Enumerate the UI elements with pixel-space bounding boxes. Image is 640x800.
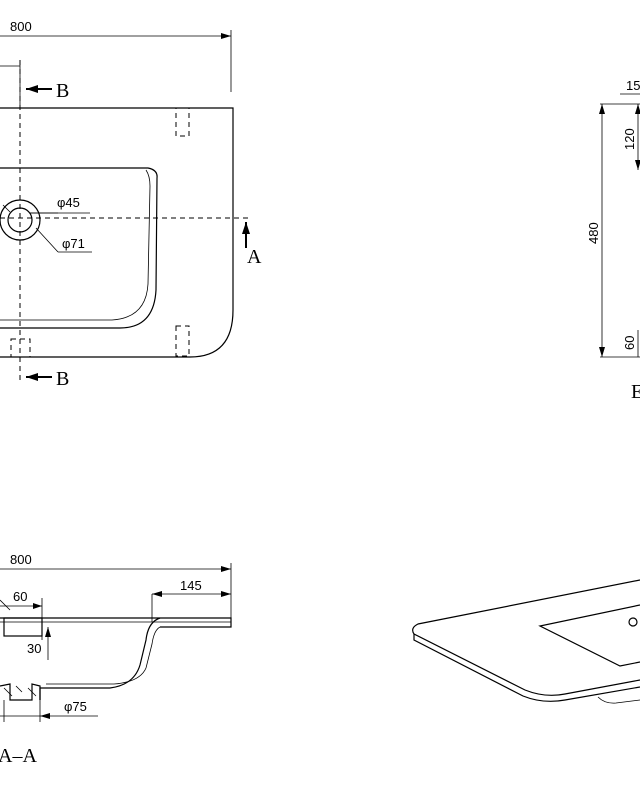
sec-bowl-outer	[39, 617, 161, 700]
section-a-arrow	[242, 222, 250, 234]
side-60-text: 60	[622, 336, 637, 350]
sec-drain	[0, 683, 41, 701]
side-view-label: E	[631, 381, 640, 403]
iso-top-surface	[412, 579, 640, 696]
sec-bowl-inner	[46, 626, 161, 685]
iso-under-bowl	[597, 696, 640, 704]
side-dim-15-text: 15	[626, 78, 640, 93]
sec-75-arrow	[40, 713, 50, 719]
sec-30-arrow	[45, 627, 51, 637]
mount-slot-top	[175, 107, 190, 137]
isometric-view	[412, 579, 640, 704]
sec-145-arrow-left	[152, 591, 162, 597]
iso-tap-hole	[628, 617, 638, 627]
side-480-arrow-top	[599, 104, 605, 114]
section-b-top-label: B	[56, 80, 69, 102]
sec-width-text: 800	[10, 552, 32, 567]
section-aa-label: A–A	[0, 745, 37, 767]
side-120-arrow-bottom	[635, 160, 640, 170]
sec-width-arrow	[221, 566, 231, 572]
side-view: 15 480 120 60 E	[586, 78, 640, 403]
sec-30-text: 30	[27, 641, 41, 656]
section-view: 800 145 60 30 φ75 A–A	[0, 552, 232, 767]
iso-bowl-rim	[538, 604, 640, 667]
dia71-leader	[35, 227, 59, 253]
side-480-text: 480	[586, 222, 601, 244]
sec-drain-hatch	[3, 685, 37, 697]
bowl-outer-line	[0, 167, 158, 329]
sec-145-arrow-right	[221, 591, 231, 597]
sec-75-text: φ75	[64, 699, 87, 714]
top-view: 800 φ45 φ71 B B	[0, 19, 262, 390]
side-120-text: 120	[622, 128, 637, 150]
sec-60-arrow	[33, 603, 42, 609]
sec-145-text: 145	[180, 578, 202, 593]
drain-inner-circle	[7, 207, 33, 233]
dia45-text: φ45	[57, 195, 80, 210]
width-dim-arrow	[221, 33, 231, 39]
section-a-label: A	[247, 246, 262, 268]
side-480-arrow-bottom	[599, 347, 605, 357]
basin-outline	[0, 107, 234, 358]
drain-outer-circle	[0, 199, 41, 241]
section-b-bottom-label: B	[56, 368, 69, 390]
drain-tick	[2, 204, 11, 213]
iso-front-edge	[413, 634, 640, 702]
dia71-text: φ71	[62, 236, 85, 251]
section-b-top-arrow	[26, 85, 38, 93]
section-b-bottom-arrow	[26, 373, 38, 381]
sec-slab-top	[0, 617, 232, 628]
bowl-inner-line	[0, 169, 151, 321]
width-dim-text: 800	[10, 19, 32, 34]
side-120-arrow-top	[635, 104, 640, 114]
mount-slot-bottom	[175, 325, 190, 357]
sec-overflow	[3, 617, 43, 637]
sec-60-text: 60	[13, 589, 27, 604]
sec-60-tick	[0, 599, 11, 611]
